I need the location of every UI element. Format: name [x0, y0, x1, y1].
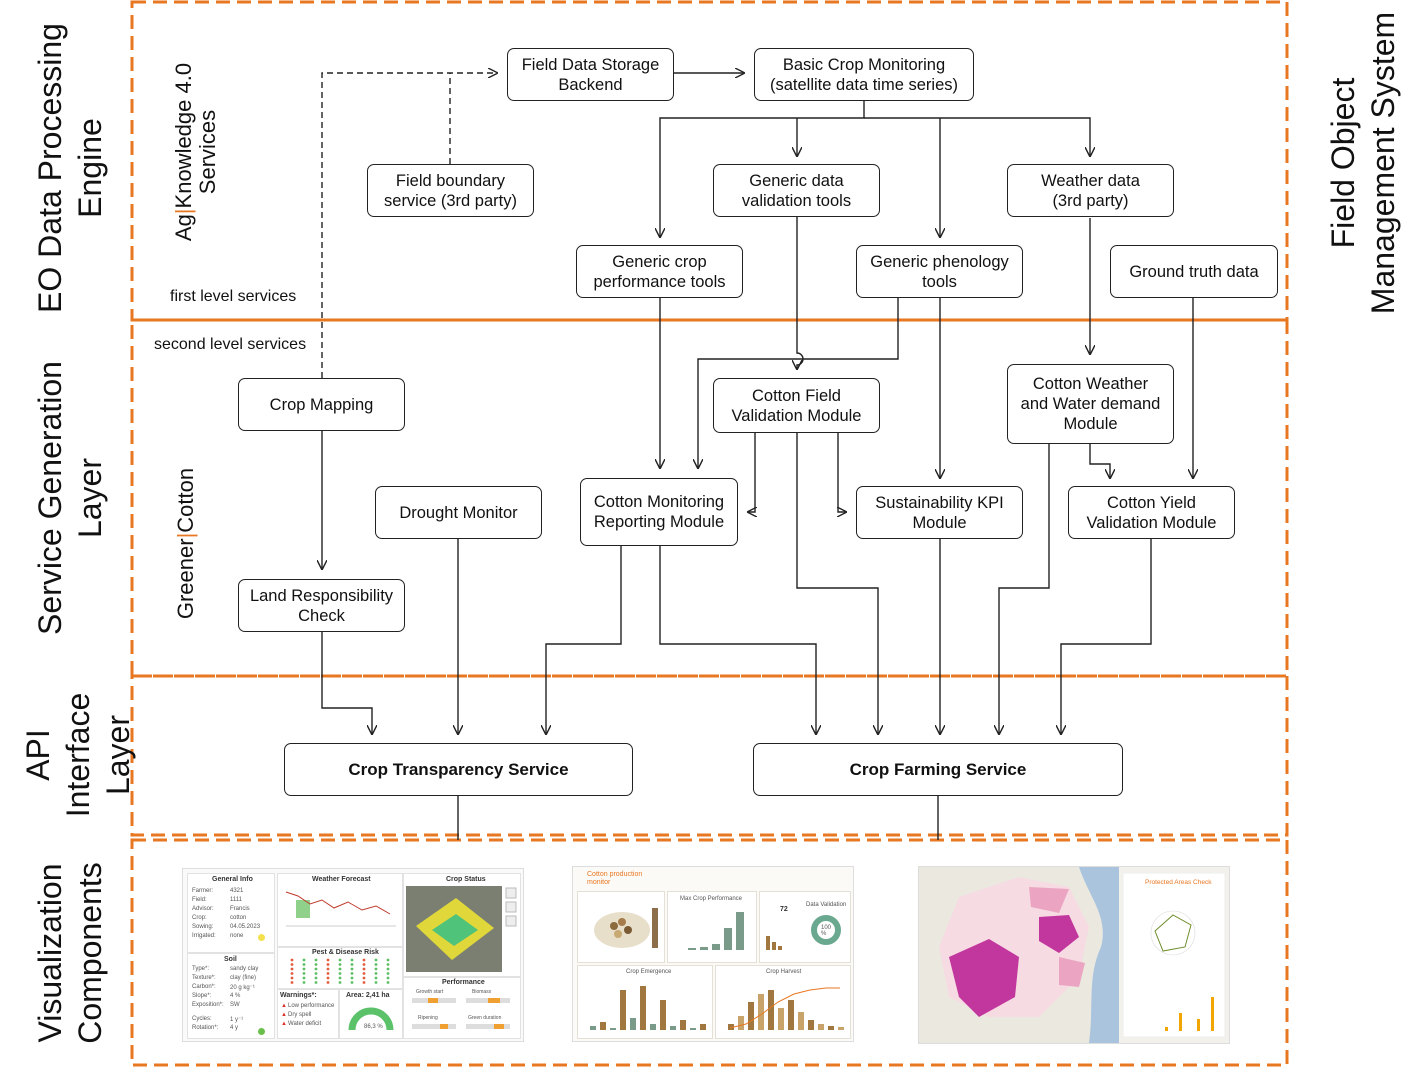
- first-level-label: first level services: [170, 288, 297, 305]
- second-level-label: second level services: [154, 336, 307, 353]
- layer-label-viz: Visualization Components: [32, 862, 108, 1044]
- warning-icon: ▲: [281, 1003, 287, 1009]
- layer-boundaries: [130, 0, 1289, 1067]
- crop-emergence-bars: [590, 986, 706, 1030]
- weather-forecast-plot: [285, 891, 396, 927]
- warning-item: Dry spell: [288, 1012, 312, 1018]
- pest-risk-grid: [290, 958, 390, 984]
- info-value: clay (fine): [230, 975, 257, 981]
- cycle-key: Rotation*:: [192, 1025, 219, 1031]
- info-value: sandy clay: [230, 966, 259, 972]
- info-key: Sowing:: [192, 924, 214, 930]
- node-cotton-weather: Cotton Weather and Water demand Module: [1007, 364, 1174, 444]
- layer-label-api: API Interface Layer: [20, 692, 136, 818]
- data-validation-donut: [766, 915, 841, 950]
- node-land-responsibility: Land Responsibility Check: [238, 579, 405, 632]
- info-key: Exposition*:: [192, 1002, 224, 1008]
- cycle-value: 4 y: [230, 1025, 239, 1031]
- viz-protected-areas: Protected Areas Check: [918, 866, 1230, 1044]
- performance-item: Ripening: [418, 1015, 438, 1021]
- node-generic-crop-performance: Generic crop performance tools: [576, 245, 743, 298]
- dashed-crop-mapping-link: [321, 73, 497, 378]
- protected-areas-map: [919, 867, 1226, 1043]
- node-crop-transparency: Crop Transparency Service: [284, 743, 633, 796]
- info-key: Type*:: [192, 966, 210, 972]
- performance-item: Growth start: [416, 989, 444, 995]
- info-value: Francis: [230, 906, 250, 912]
- info-key: Irrigated:: [192, 933, 216, 939]
- cycle-key: Cycles:: [192, 1016, 212, 1022]
- info-value: 04.05.2023: [230, 924, 261, 930]
- node-cotton-monitoring: Cotton Monitoring Reporting Module: [580, 478, 738, 546]
- info-value: 4321: [230, 888, 244, 894]
- side-label-fom: Field Object Management System: [1325, 11, 1401, 315]
- info-key: Carbon*:: [192, 984, 216, 990]
- layer-label-eo: EO Data Processing Engine: [32, 23, 108, 313]
- crop-status-map: [406, 886, 517, 972]
- performance-item: Green duration: [468, 1015, 502, 1021]
- rotation-indicator: [258, 1028, 265, 1035]
- warning-item: Water deficit: [288, 1021, 322, 1027]
- node-sustainability-kpi: Sustainability KPI Module: [856, 486, 1023, 539]
- node-field-data-storage: Field Data Storage Backend: [507, 48, 674, 101]
- info-value: cotton: [230, 915, 247, 921]
- node-cotton-yield: Cotton Yield Validation Module: [1068, 486, 1235, 539]
- node-drought-monitor: Drought Monitor: [375, 486, 542, 539]
- node-ground-truth: Ground truth data: [1110, 245, 1278, 298]
- info-key: Farmer:: [192, 888, 213, 894]
- node-crop-mapping: Crop Mapping: [238, 378, 405, 431]
- node-generic-validation: Generic data validation tools: [713, 164, 880, 217]
- info-value: SW: [230, 1002, 240, 1008]
- irrigated-indicator: [258, 934, 265, 941]
- greener-cotton-label: Greener|Cotton: [173, 467, 198, 620]
- warning-icon: ▲: [281, 1021, 287, 1027]
- node-cotton-field-validation: Cotton Field Validation Module: [713, 378, 880, 433]
- info-key: Crop:: [192, 915, 207, 921]
- performance-bars: [412, 998, 510, 1029]
- warning-icon: ▲: [281, 1012, 287, 1018]
- info-value: none: [230, 933, 244, 939]
- warning-item: Low performance: [288, 1003, 335, 1009]
- node-field-boundary: Field boundary service (3rd party): [367, 164, 534, 217]
- info-key: Field:: [192, 897, 207, 903]
- performance-item: Biomass: [472, 989, 492, 995]
- info-key: Advisor:: [192, 906, 214, 912]
- info-value: 1111: [230, 897, 243, 903]
- crop-harvest-bars: [728, 987, 844, 1030]
- info-key: Texture*:: [192, 975, 216, 981]
- viz-cotton-production-monitor: Cotton production monitor Max Crop Perfo…: [572, 866, 854, 1042]
- node-weather-data: Weather data (3rd party): [1007, 164, 1174, 217]
- info-value: 4 %: [230, 993, 241, 999]
- field-locations-map: [594, 908, 658, 948]
- info-value: 20 g kg⁻¹: [230, 985, 255, 991]
- protected-areas-title: Protected Areas Check: [1145, 879, 1212, 886]
- cycle-value: 1 y⁻¹: [230, 1017, 244, 1023]
- node-crop-farming: Crop Farming Service: [753, 743, 1123, 796]
- node-basic-crop-monitoring: Basic Crop Monitoring (satellite data ti…: [754, 48, 974, 101]
- cotton-monitor-title: Cotton production monitor: [587, 871, 643, 886]
- layer-label-sgl: Service Generation Layer: [32, 361, 108, 635]
- max-crop-performance-bars: [688, 912, 744, 950]
- info-key: Slope*:: [192, 993, 212, 999]
- node-generic-phenology: Generic phenology tools: [856, 245, 1023, 298]
- area-gauge: [348, 1007, 394, 1031]
